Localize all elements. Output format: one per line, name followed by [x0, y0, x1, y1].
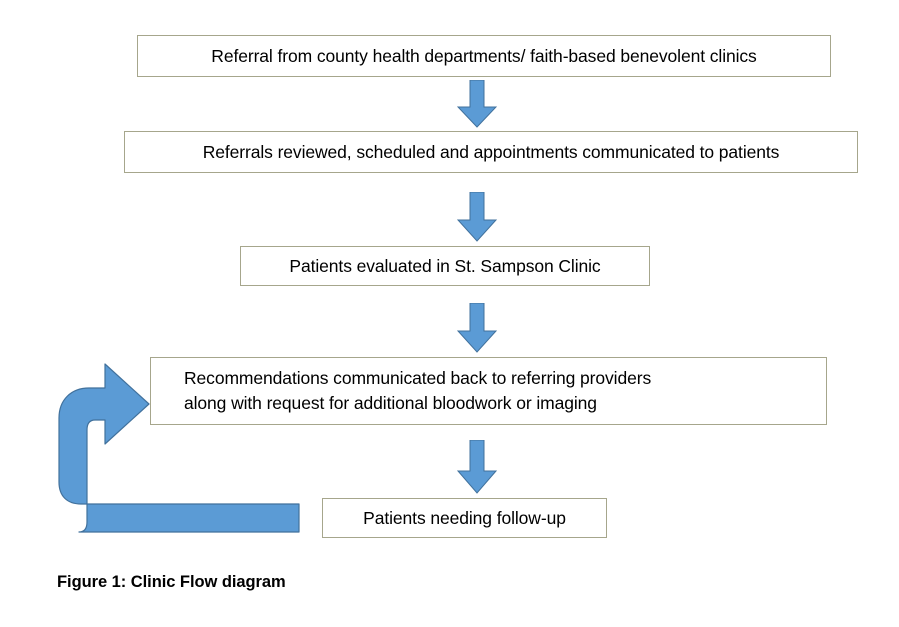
- patients-evaluated-box: Patients evaluated in St. Sampson Clinic: [240, 246, 650, 286]
- figure-caption: Figure 1: Clinic Flow diagram: [57, 573, 286, 591]
- recommendations-communicated-box: Recommendations communicated back to ref…: [150, 357, 827, 425]
- box-text-line: Patients evaluated in St. Sampson Clinic: [289, 255, 601, 276]
- box-text-line: Referral from county health departments/…: [211, 45, 757, 66]
- box-text-line: Referrals reviewed, scheduled and appoin…: [202, 141, 780, 162]
- patients-needing-follow-up-box: Patients needing follow-up: [322, 498, 607, 538]
- referrals-reviewed-box: Referrals reviewed, scheduled and appoin…: [124, 131, 858, 173]
- arrow-evaluated-to-recommendations-icon: [456, 302, 498, 353]
- arrow-recommendations-to-followup-icon: [456, 439, 498, 494]
- arrow-followup-feedback-loop-icon: [33, 358, 303, 534]
- arrow-referral-to-reviewed-icon: [456, 79, 498, 128]
- box-text-line: along with request for additional bloodw…: [184, 393, 597, 413]
- referral-from-clinics-box: Referral from county health departments/…: [137, 35, 831, 77]
- box-text-line: Patients needing follow-up: [363, 507, 566, 528]
- box-text-line: Recommendations communicated back to ref…: [184, 368, 652, 389]
- arrow-reviewed-to-evaluated-icon: [456, 191, 498, 242]
